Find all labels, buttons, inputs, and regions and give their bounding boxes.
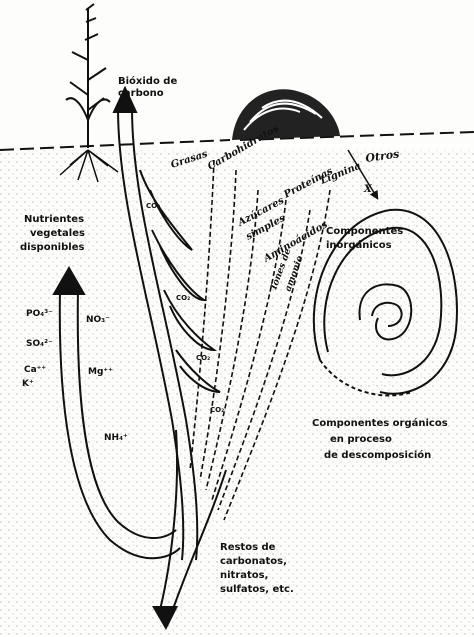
co2-tag-3: CO₂ (196, 354, 210, 362)
organic-line1: Componentes orgánicos (312, 417, 448, 429)
co2-tag-2: CO₂ (176, 294, 190, 302)
x-mark: X (363, 184, 373, 195)
co2-tag-1: CO₂ (146, 202, 160, 210)
chem-nh4: NH₄⁺ (104, 433, 128, 443)
nutrients-line1: Nutrientes (24, 214, 84, 225)
inorganic-line2: inorgánicos (326, 239, 392, 251)
nutrients-line2: vegetales (30, 228, 85, 239)
residues-line1: Restos de (220, 542, 276, 553)
residues-line4: sulfatos, etc. (220, 584, 294, 595)
co2-title-line1: Bióxido de (118, 75, 177, 87)
inorganic-line1: Componentes (326, 226, 403, 237)
residues-line3: nitratos, (220, 570, 268, 581)
organic-line2: en proceso (330, 434, 392, 445)
nutrients-line3: disponibles (20, 242, 84, 253)
chem-no3: NO₃⁻ (86, 315, 110, 325)
organic-line3: de descomposición (324, 449, 431, 461)
chem-po4: PO₄³⁻ (26, 309, 53, 319)
residues-line2: carbonatos, (220, 556, 287, 567)
chem-so4: SO₄²⁻ (26, 339, 53, 349)
co2-title-line2: carbono (118, 88, 164, 99)
chem-ca: Ca⁺⁺ (24, 365, 46, 375)
co2-tag-4: CO₂ (210, 406, 224, 414)
chem-k: K⁺ (22, 379, 34, 389)
chem-mg: Mg⁺⁺ (88, 367, 113, 377)
organic-mound (232, 89, 340, 140)
